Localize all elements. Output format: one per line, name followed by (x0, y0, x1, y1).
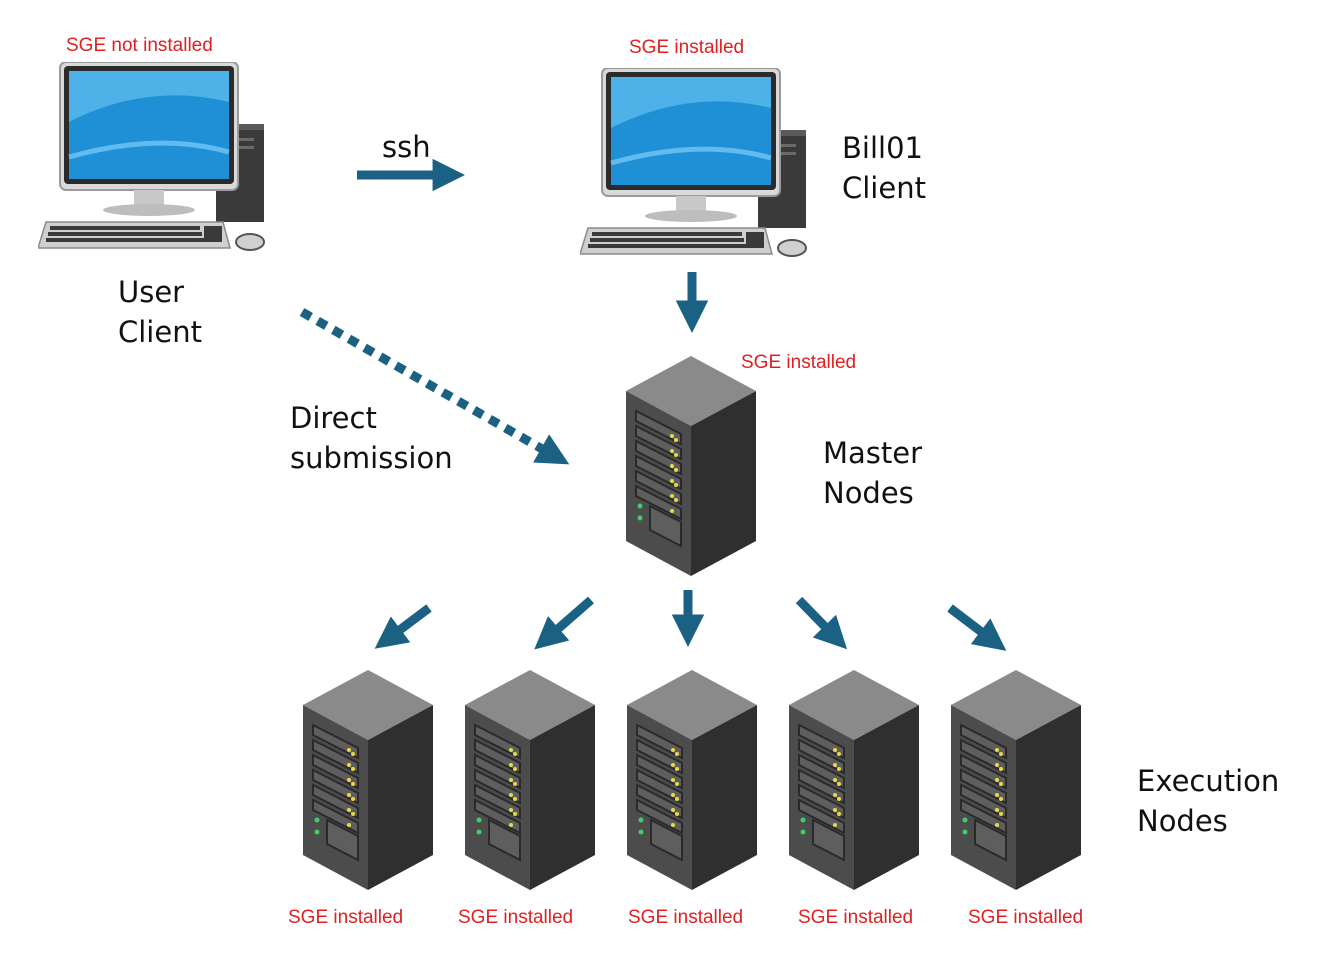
master-to-exec-4-arrow (795, 596, 848, 650)
direct-submission-arrow (299, 308, 570, 465)
master-label-line2: Nodes (823, 476, 914, 510)
execution-label-line1: Execution (1137, 764, 1279, 798)
execution-node-1-note: SGE installed (288, 907, 403, 928)
arrows (299, 158, 1007, 651)
bill01-label-line2: Client (842, 171, 926, 205)
execution-node-3-note: SGE installed (628, 907, 743, 928)
direct-submission-label-line1: Direct (290, 401, 377, 435)
bill01-client-note: SGE installed (629, 37, 744, 58)
execution-node-4-note: SGE installed (798, 907, 913, 928)
master-label-line1: Master (823, 436, 922, 470)
master-to-exec-2-arrow (534, 596, 594, 650)
user-client-note: SGE not installed (66, 35, 213, 56)
master-node-note: SGE installed (741, 352, 856, 373)
execution-node-2-note: SGE installed (458, 907, 573, 928)
ssh-label: ssh (382, 130, 431, 164)
execution-node-5-note: SGE installed (968, 907, 1083, 928)
user-client-label-line1: User (118, 275, 184, 309)
bill01-label-line1: Bill01 (842, 131, 923, 165)
user-client-computer-icon (38, 62, 264, 250)
execution-node-5-server-icon (951, 670, 1081, 890)
bill01-client-computer-icon (580, 68, 806, 256)
execution-node-4-server-icon (789, 670, 919, 890)
execution-node-3-server-icon (627, 670, 757, 890)
master-to-exec-1-arrow (374, 604, 432, 649)
execution-node-1-server-icon (303, 670, 433, 890)
direct-submission-label-line2: submission (290, 441, 453, 475)
execution-node-2-server-icon (465, 670, 595, 890)
user-client-label-line2: Client (118, 315, 202, 349)
master-node-server-icon (626, 356, 756, 576)
execution-label-line2: Nodes (1137, 804, 1228, 838)
master-to-exec-5-arrow (947, 604, 1007, 651)
